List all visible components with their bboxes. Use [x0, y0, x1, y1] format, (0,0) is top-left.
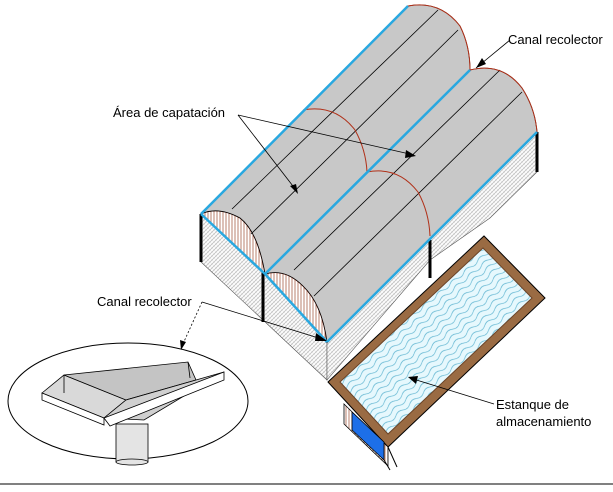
- leader-canal-left-2: [181, 301, 203, 347]
- leader-arrowhead: [315, 333, 327, 341]
- arch-rib: [302, 108, 368, 173]
- arch-rib: [407, 4, 471, 71]
- label-canal-recolector-left: Canal recolector: [97, 294, 192, 309]
- tank-base-line: [383, 459, 391, 471]
- arch-rib: [366, 170, 431, 237]
- tank-base-line: [387, 446, 398, 468]
- arch-rib: [469, 67, 538, 133]
- leader-arrowhead: [290, 184, 298, 194]
- leader-arrowhead: [476, 58, 486, 68]
- roof-ridge-line: [313, 91, 523, 297]
- label-estanque-line1: Estanque de: [496, 397, 569, 412]
- gutter-edge-middle: [264, 69, 471, 275]
- label-area-captacion: Área de capatación: [113, 105, 225, 120]
- gutter-edge-front: [264, 273, 328, 343]
- label-canal-recolector-top: Canal recolector: [508, 32, 603, 47]
- gutter-edge-left: [200, 5, 409, 215]
- leader-estanque: [409, 377, 495, 405]
- gutter-edge-right: [326, 131, 538, 343]
- leader-canal-left-1: [201, 301, 326, 341]
- label-estanque-line2: almacenamiento: [496, 414, 591, 429]
- gutter-downpipe: [115, 423, 149, 463]
- gutter-downpipe-bottom: [115, 458, 149, 466]
- gutter-fold-line: [187, 361, 191, 379]
- leader-area-1: [237, 114, 297, 191]
- leader-arrowhead: [180, 340, 186, 350]
- roof-ridge-line: [293, 69, 501, 271]
- gutter-edge-front: [200, 213, 266, 275]
- leader-arrowhead: [408, 376, 418, 384]
- leader-area-2: [237, 114, 415, 156]
- leader-arrowhead: [405, 150, 416, 158]
- roof-ridge-line: [250, 29, 459, 235]
- tank-water: [339, 247, 533, 435]
- roof-ridge-line: [231, 9, 439, 210]
- gutter-channel-left-lip: [41, 392, 105, 426]
- gutter-channel-right-lip: [103, 371, 225, 427]
